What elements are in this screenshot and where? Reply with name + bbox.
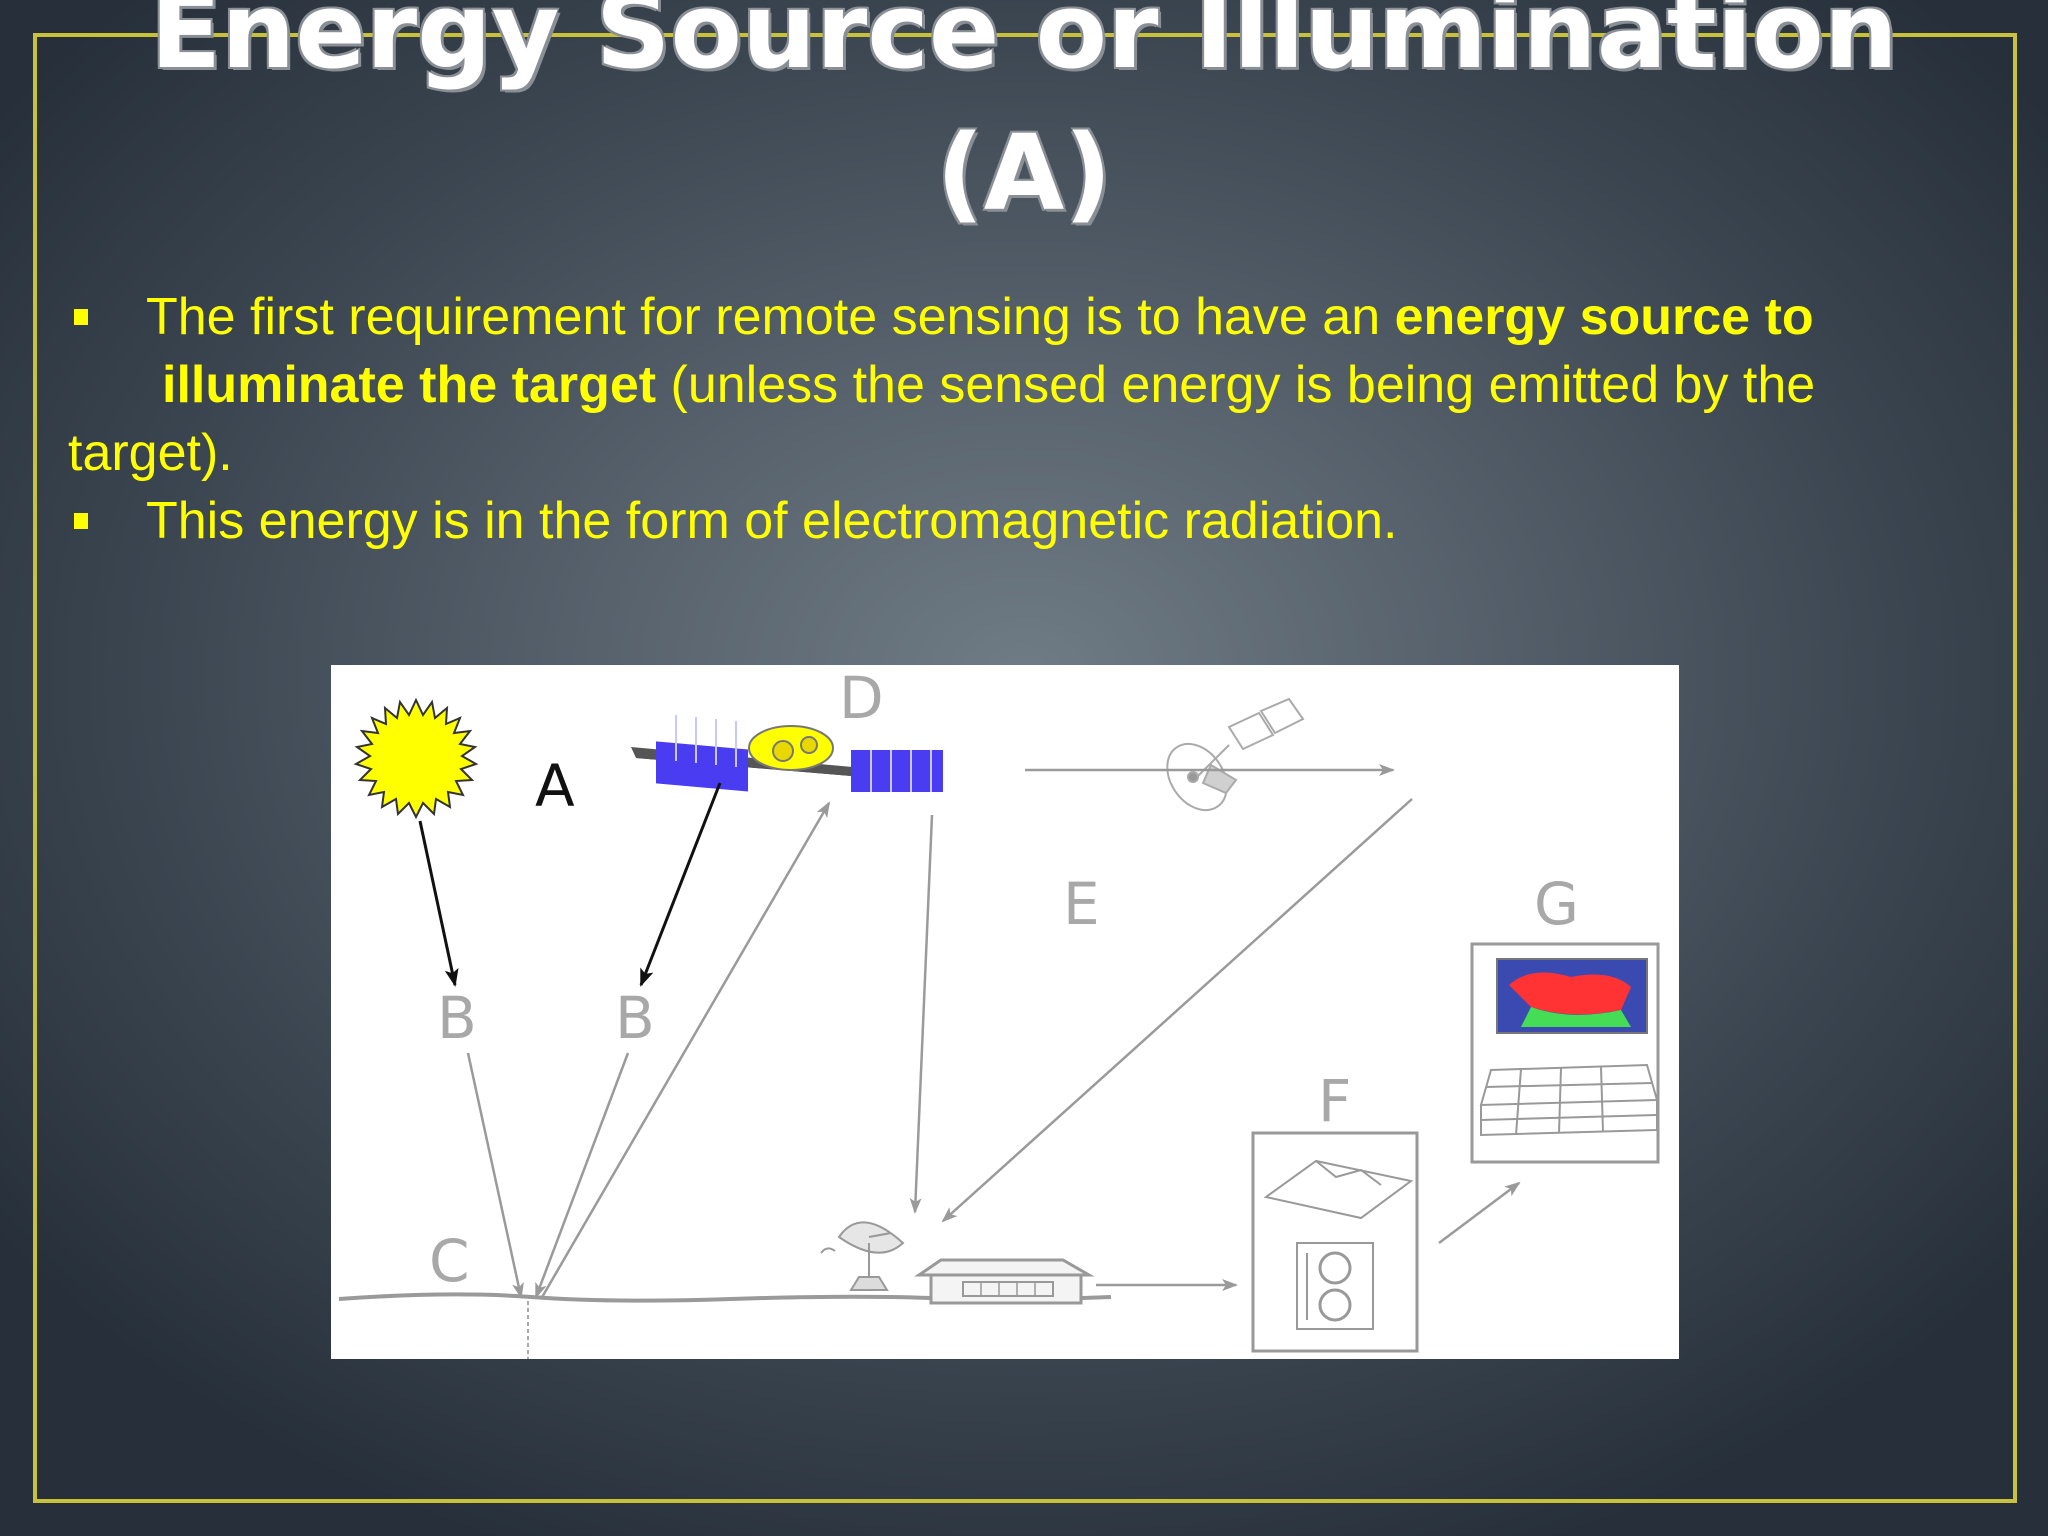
title-line-2: (A): [936, 112, 1112, 234]
bullet-square-icon: [74, 309, 88, 325]
label-g: G: [1534, 870, 1579, 938]
remote-sensing-diagram: A D B B C E F G: [331, 665, 1679, 1359]
ray-b1-to-target: [466, 1052, 524, 1299]
label-b2: B: [615, 984, 655, 1052]
bullet-text: The first requirement for remote sensing…: [146, 288, 1395, 346]
label-e: E: [1063, 870, 1100, 938]
ray-b2-to-target: [534, 1052, 630, 1299]
bullet-list: The first requirement for remote sensing…: [68, 283, 1968, 555]
processing-unit-icon: [1251, 1131, 1419, 1353]
label-f: F: [1318, 1067, 1352, 1135]
bullet-item: The first requirement for remote sensing…: [68, 283, 1968, 487]
bullet-text: (unless the sensed energy is being emitt…: [656, 356, 1816, 414]
bullet-text: target).: [68, 424, 233, 482]
incident-ray-arrow: [418, 820, 459, 987]
bullet-text: This energy is in the form of electromag…: [146, 492, 1398, 550]
label-c: C: [429, 1227, 470, 1295]
receiving-dish-icon: [820, 1221, 905, 1291]
relay-satellite-icon: [1166, 697, 1305, 812]
reflected-ray-to-satellite: [539, 801, 831, 1300]
relay-downlink-arrow: [941, 798, 1413, 1223]
title-line-1: Energy Source or Illumination: [150, 0, 1898, 92]
bullet-square-icon: [74, 513, 88, 529]
downlink-arrow: [909, 814, 934, 1214]
slide-frame: [33, 33, 2017, 1503]
diagram-graphics: [338, 697, 1660, 1359]
image-display-icon: [1470, 942, 1660, 1164]
satellite-icon: [631, 715, 943, 792]
label-d: D: [839, 664, 884, 732]
label-a: A: [535, 752, 575, 820]
emitted-ray-arrow: [639, 782, 722, 987]
bullet-bold-text: illuminate the target: [162, 356, 657, 414]
bullet-bold-text: energy source to: [1394, 288, 1814, 346]
ground-station-icon: [914, 1258, 1095, 1305]
slide-title: Energy Source or Illumination (A): [0, 0, 2048, 244]
bullet-item: This energy is in the form of electromag…: [68, 487, 1968, 555]
processing-to-display-arrow: [1438, 1181, 1521, 1244]
sun-icon: [353, 697, 479, 820]
label-b1: B: [437, 984, 477, 1052]
